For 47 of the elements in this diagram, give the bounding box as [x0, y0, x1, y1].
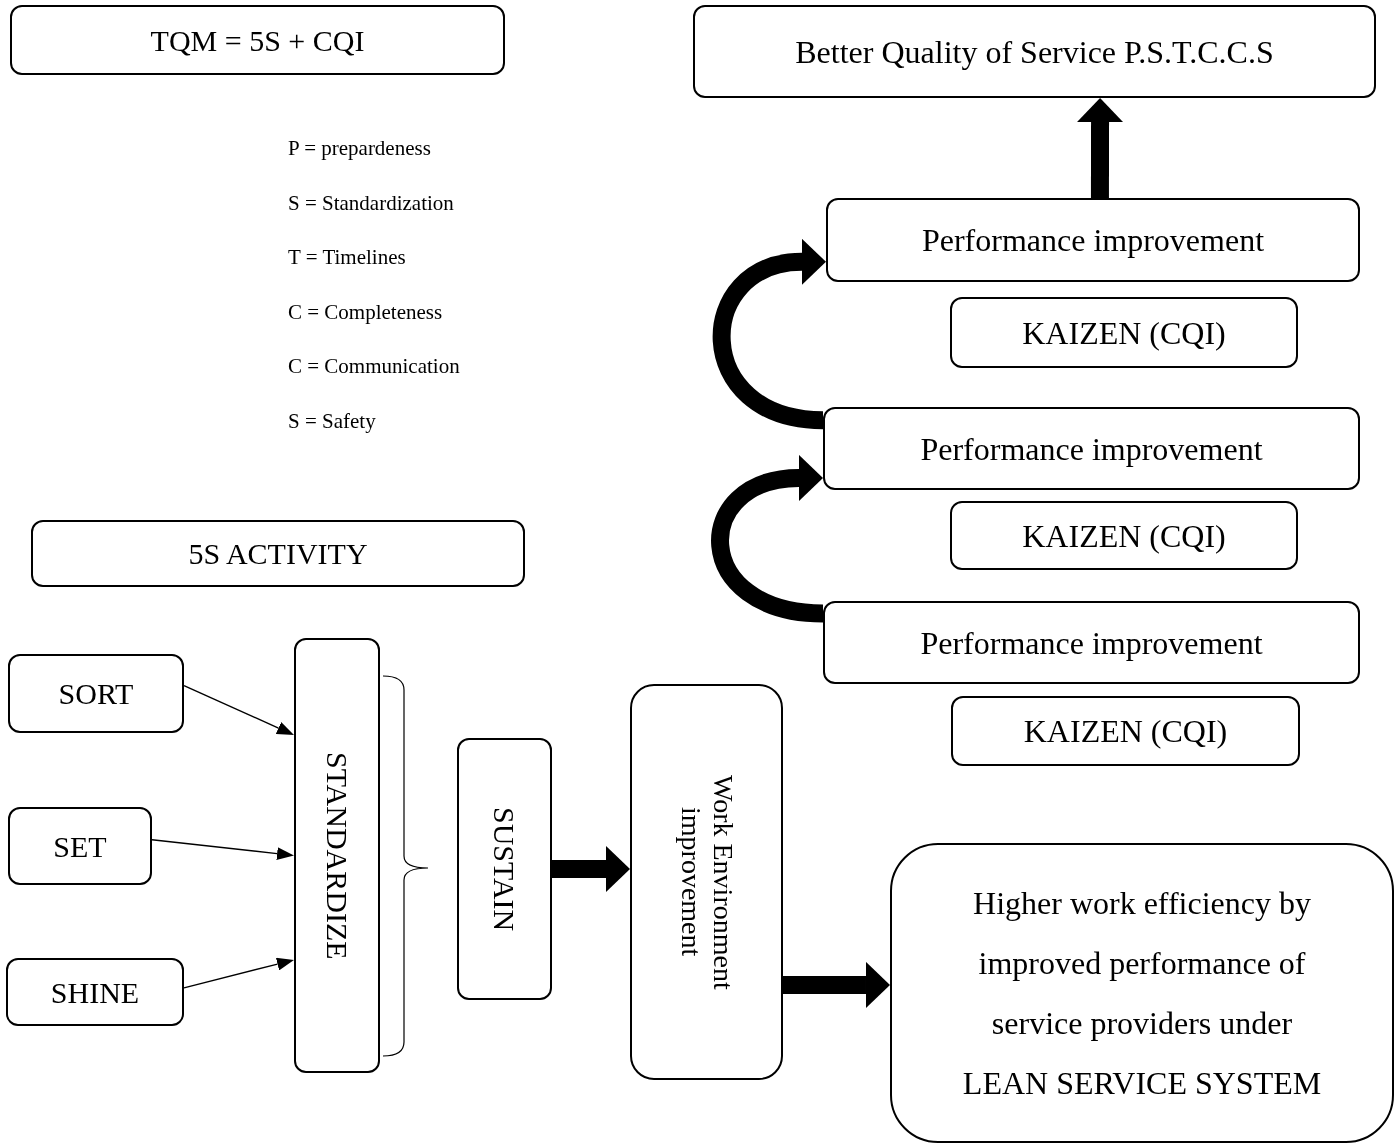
- rounded-box: [8, 654, 184, 733]
- rounded-box: [10, 5, 505, 75]
- legend-note: C = Completeness: [288, 298, 443, 326]
- node-text: KAIZEN (CQI): [1021, 516, 1227, 556]
- legend-note: T = Timelines: [288, 244, 406, 271]
- thick-arrow: [783, 961, 890, 1008]
- node-text: 5S ACTIVITY: [187, 536, 369, 572]
- node-text: SET: [52, 828, 108, 865]
- thick-arrow: [711, 455, 824, 623]
- node-text: Higher work efficiency by improved performance of service providers under: [972, 884, 1312, 1043]
- node-text: SHINE: [49, 974, 141, 1011]
- thick-arrow: [712, 239, 826, 430]
- legend-note: S = Standardization: [288, 189, 454, 217]
- arrow: [183, 957, 294, 989]
- node-text: STANDARDIZE: [319, 751, 355, 960]
- node-text: Better Quality of Service P.S.T.C.C.S: [794, 32, 1275, 72]
- node-text: KAIZEN (CQI): [1021, 313, 1227, 353]
- node-text: TQM = 5S + CQI: [149, 22, 366, 59]
- rounded-box: [890, 843, 1394, 1143]
- arrow: [183, 684, 294, 735]
- node-text: SORT: [57, 676, 135, 712]
- node-text: LEAN SERVICE SYSTEM: [961, 1064, 1323, 1103]
- node-text: Performance improvement: [919, 623, 1264, 663]
- node-text: SUSTAIN: [487, 806, 522, 932]
- node-text: Performance improvement: [920, 221, 1266, 260]
- rounded-box: [950, 501, 1298, 570]
- rounded-box: [950, 297, 1298, 368]
- rounded-box: [31, 520, 525, 587]
- rounded-box: [823, 407, 1360, 490]
- rounded-box: [457, 738, 552, 1000]
- thick-arrow: [1077, 98, 1124, 199]
- rounded-box: [823, 601, 1360, 684]
- rounded-box: [693, 5, 1376, 98]
- rounded-box: [826, 198, 1360, 282]
- rounded-box: [6, 958, 184, 1026]
- rounded-box: [951, 696, 1300, 766]
- node-text: KAIZEN (CQI): [1022, 712, 1229, 751]
- thick-arrow: [552, 845, 630, 892]
- legend-note: P = prepardeness: [288, 135, 431, 162]
- node-text: Performance improvement: [919, 429, 1264, 469]
- node-text: Work Environment improvement: [674, 773, 739, 992]
- legend-note: S = Safety: [288, 407, 376, 435]
- rounded-box: [294, 638, 380, 1073]
- legend-note: C = Communication: [288, 353, 460, 380]
- rounded-box: [8, 807, 152, 885]
- rounded-box: [630, 684, 783, 1080]
- arrow: [151, 839, 294, 861]
